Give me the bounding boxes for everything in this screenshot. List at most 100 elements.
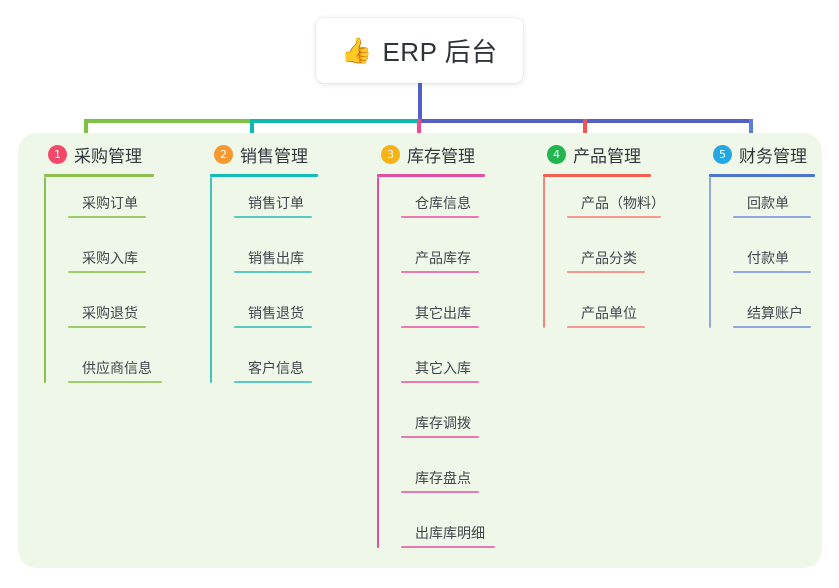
list-item[interactable]: 产品单位 <box>567 287 651 342</box>
list-item-rule <box>401 216 479 218</box>
column-items-1: 采购订单采购入库采购退货供应商信息 <box>44 177 162 397</box>
list-item-label: 库存调拨 <box>415 415 471 431</box>
list-item-label: 销售出库 <box>248 250 304 266</box>
list-item[interactable]: 采购订单 <box>68 177 154 232</box>
column-header-5[interactable]: 5 财务管理 <box>709 140 815 168</box>
list-item[interactable]: 库存调拨 <box>401 397 485 452</box>
column-spine-3 <box>377 177 379 548</box>
column-5: 5 财务管理回款单付款单结算账户 <box>709 140 815 342</box>
column-rule-1 <box>44 174 154 177</box>
list-item-label: 出库库明细 <box>415 525 485 541</box>
list-item-label: 产品（物料） <box>581 195 665 211</box>
list-item[interactable]: 其它出库 <box>401 287 485 342</box>
list-item-label: 销售订单 <box>248 195 304 211</box>
column-items-2: 销售订单销售出库销售退货客户信息 <box>210 177 318 397</box>
column-header-3[interactable]: 3 库存管理 <box>377 140 485 168</box>
column-3: 3 库存管理仓库信息产品库存其它出库其它入库库存调拨库存盘点出库库明细 <box>377 140 495 562</box>
column-spine-4 <box>543 177 545 328</box>
list-item-label: 付款单 <box>747 250 789 266</box>
column-title-1: 采购管理 <box>74 146 142 166</box>
column-header-2[interactable]: 2 销售管理 <box>210 140 318 168</box>
list-item[interactable]: 销售订单 <box>234 177 318 232</box>
list-item[interactable]: 采购入库 <box>68 232 154 287</box>
column-badge-5: 5 <box>713 144 732 164</box>
list-item-label: 产品单位 <box>581 305 637 321</box>
list-item-rule <box>401 491 479 493</box>
list-item-label: 其它出库 <box>415 305 471 321</box>
list-item[interactable]: 产品库存 <box>401 232 485 287</box>
column-spine-2 <box>210 177 212 383</box>
column-items-3: 仓库信息产品库存其它出库其它入库库存调拨库存盘点出库库明细 <box>377 177 495 562</box>
list-item[interactable]: 采购退货 <box>68 287 154 342</box>
column-badge-2: 2 <box>214 144 233 164</box>
column-rule-2 <box>210 174 318 177</box>
column-title-3: 库存管理 <box>407 146 475 166</box>
list-item-rule <box>68 326 146 328</box>
list-item[interactable]: 产品分类 <box>567 232 651 287</box>
list-item-rule <box>234 271 312 273</box>
column-badge-3: 3 <box>381 144 400 164</box>
list-item[interactable]: 仓库信息 <box>401 177 485 232</box>
column-badge-1: 1 <box>48 144 67 164</box>
list-item-label: 采购订单 <box>82 195 138 211</box>
list-item-label: 其它入库 <box>415 360 471 376</box>
list-item-label: 回款单 <box>747 195 789 211</box>
list-item-rule <box>733 326 811 328</box>
column-header-1[interactable]: 1 采购管理 <box>44 140 154 168</box>
list-item-rule <box>234 326 312 328</box>
list-item[interactable]: 付款单 <box>733 232 815 287</box>
column-header-4[interactable]: 4 产品管理 <box>543 140 651 168</box>
list-item[interactable]: 库存盘点 <box>401 452 485 507</box>
column-2: 2 销售管理销售订单销售出库销售退货客户信息 <box>210 140 318 397</box>
list-item-label: 销售退货 <box>248 305 304 321</box>
column-rule-5 <box>709 174 815 177</box>
list-item[interactable]: 销售出库 <box>234 232 318 287</box>
list-item-rule <box>567 216 661 218</box>
list-item-rule <box>68 216 146 218</box>
list-item[interactable]: 客户信息 <box>234 342 318 397</box>
list-item-label: 结算账户 <box>747 305 803 321</box>
column-rule-4 <box>543 174 651 177</box>
list-item-rule <box>401 326 479 328</box>
column-badge-4: 4 <box>547 144 566 164</box>
list-item-label: 客户信息 <box>248 360 304 376</box>
list-item-label: 采购退货 <box>82 305 138 321</box>
list-item-label: 产品分类 <box>581 250 637 266</box>
list-item[interactable]: 出库库明细 <box>401 507 495 562</box>
root-title: ERP 后台 <box>382 37 498 67</box>
list-item[interactable]: 产品（物料） <box>567 177 665 232</box>
list-item-label: 采购入库 <box>82 250 138 266</box>
list-item[interactable]: 回款单 <box>733 177 815 232</box>
list-item-rule <box>234 381 312 383</box>
list-item-rule <box>567 326 645 328</box>
root-node-card[interactable]: 👍 ERP 后台 <box>316 18 523 83</box>
list-item-rule <box>733 216 811 218</box>
column-1: 1 采购管理采购订单采购入库采购退货供应商信息 <box>44 140 162 397</box>
list-item[interactable]: 销售退货 <box>234 287 318 342</box>
list-item-label: 产品库存 <box>415 250 471 266</box>
list-item-rule <box>234 216 312 218</box>
list-item-rule <box>401 381 479 383</box>
list-item-rule <box>567 271 645 273</box>
list-item[interactable]: 结算账户 <box>733 287 815 342</box>
column-title-5: 财务管理 <box>739 146 807 166</box>
list-item-rule <box>68 271 146 273</box>
column-title-2: 销售管理 <box>240 146 308 166</box>
diagram-panel <box>18 133 822 568</box>
list-item-rule <box>68 381 162 383</box>
list-item-rule <box>401 546 495 548</box>
list-item-label: 库存盘点 <box>415 470 471 486</box>
list-item-rule <box>401 271 479 273</box>
list-item[interactable]: 其它入库 <box>401 342 485 397</box>
column-items-5: 回款单付款单结算账户 <box>709 177 815 342</box>
thumbs-up-icon: 👍 <box>341 37 373 65</box>
column-rule-3 <box>377 174 485 177</box>
column-title-4: 产品管理 <box>573 146 641 166</box>
column-4: 4 产品管理产品（物料） 产品分类产品单位 <box>543 140 665 342</box>
list-item[interactable]: 供应商信息 <box>68 342 162 397</box>
list-item-label: 供应商信息 <box>82 360 152 376</box>
list-item-rule <box>401 436 479 438</box>
column-spine-5 <box>709 177 711 328</box>
column-spine-1 <box>44 177 46 383</box>
list-item-label: 仓库信息 <box>415 195 471 211</box>
